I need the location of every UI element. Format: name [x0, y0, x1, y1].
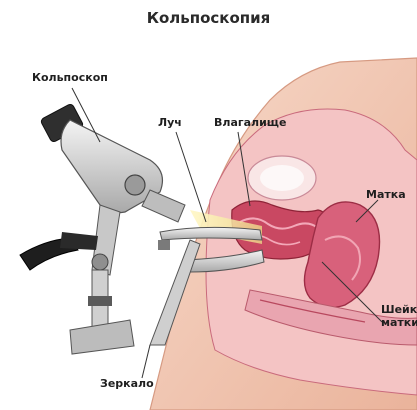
label-speculum: Зеркало: [100, 377, 154, 390]
leader-speculum: [142, 345, 150, 378]
label-beam: Луч: [158, 116, 182, 129]
label-cervix-line2: матки: [381, 316, 417, 329]
label-vagina: Влагалище: [214, 116, 286, 129]
label-cervix-line1: Шейка: [381, 303, 417, 316]
page-title: Кольпоскопия: [0, 9, 417, 27]
label-uterus: Матка: [366, 188, 406, 201]
colposcope-device: [20, 103, 185, 354]
speculum-upper-blade: [160, 227, 262, 240]
label-colposcope: Кольпоскоп: [32, 71, 108, 84]
label-cervix: Шейка матки: [381, 303, 417, 329]
